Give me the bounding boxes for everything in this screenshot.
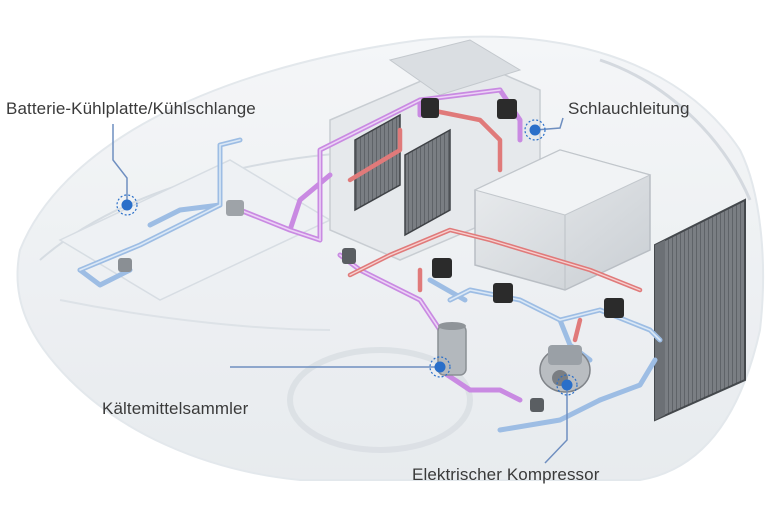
valve-icon xyxy=(118,258,132,272)
connector-block-icon xyxy=(432,258,452,278)
electric-compressor-label: Elektrischer Kompressor xyxy=(412,465,599,485)
connector-block-icon xyxy=(497,99,517,119)
connector-block-icon xyxy=(421,98,439,118)
valve-icon xyxy=(342,248,356,264)
valve-icon xyxy=(226,200,244,216)
hose-line-label: Schlauchleitung xyxy=(568,99,690,119)
connector-block-icon xyxy=(493,283,513,303)
refrigerant-accumulator-label: Kältemittelsammler xyxy=(102,399,248,419)
battery-cooling-plate-label: Batterie-Kühlplatte/Kühlschlange xyxy=(6,99,256,119)
connector-block-icon xyxy=(604,298,624,318)
valve-icon xyxy=(530,398,544,412)
